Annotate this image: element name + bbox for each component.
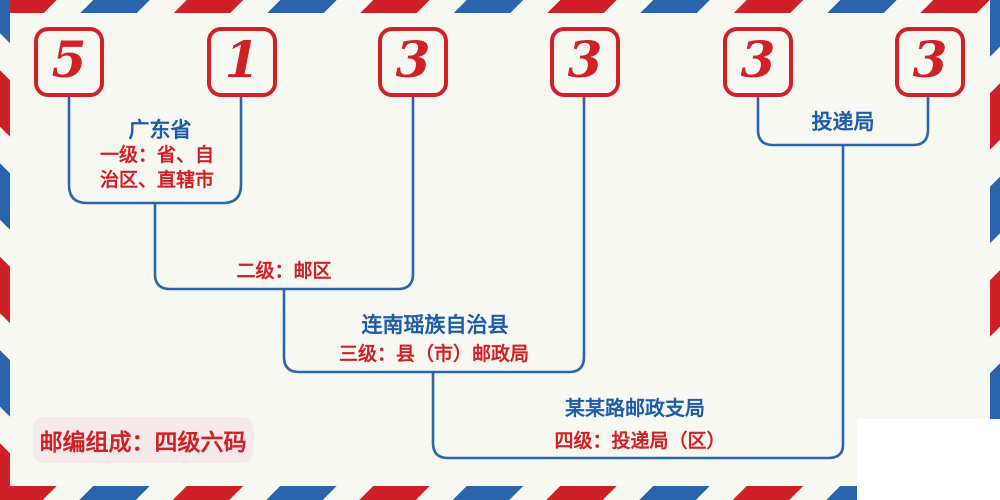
label-level1-desc: 一级：省、自 治区、直辖市 — [62, 143, 252, 193]
label-level3-desc: 三级：县（市）邮政局 — [338, 343, 530, 365]
composition-badge-label: 邮编组成：四级六码 — [39, 429, 247, 456]
label-delivery-office: 投递局 — [811, 109, 875, 134]
label-branch-name: 某某路邮政支局 — [565, 396, 705, 420]
bracket-level4 — [431, 145, 845, 460]
digit-5: 3 — [740, 30, 776, 89]
label-level4-desc: 四级：投递局（区） — [554, 430, 726, 452]
digit-box-1: 5 — [34, 27, 104, 97]
digit-4: 3 — [567, 30, 603, 89]
airmail-border-bottom — [0, 486, 1000, 500]
label-province-name: 广东省 — [128, 117, 192, 142]
digit-1: 5 — [51, 30, 87, 89]
airmail-border-top — [0, 0, 1000, 13]
airmail-border-left — [0, 0, 10, 500]
digit-box-6: 3 — [895, 27, 965, 97]
composition-badge: 邮编组成：四级六码 — [33, 417, 253, 463]
digit-box-2: 1 — [207, 27, 277, 97]
digit-box-4: 3 — [550, 27, 620, 97]
airmail-border-right — [990, 0, 1000, 500]
label-level1-desc-line1: 一级：省、自 — [99, 144, 214, 166]
label-county-name: 连南瑶族自治县 — [361, 312, 509, 337]
digit-6: 3 — [912, 30, 948, 89]
digit-box-5: 3 — [723, 27, 793, 97]
corner-white-patch — [857, 419, 1000, 500]
digit-2: 1 — [224, 30, 260, 89]
bracket-delivery — [756, 97, 930, 147]
digit-3: 3 — [395, 30, 431, 89]
label-level2-desc: 二级：邮区 — [236, 260, 332, 282]
label-level1-desc-line2: 治区、直辖市 — [99, 169, 214, 191]
digit-box-3: 3 — [378, 27, 448, 97]
